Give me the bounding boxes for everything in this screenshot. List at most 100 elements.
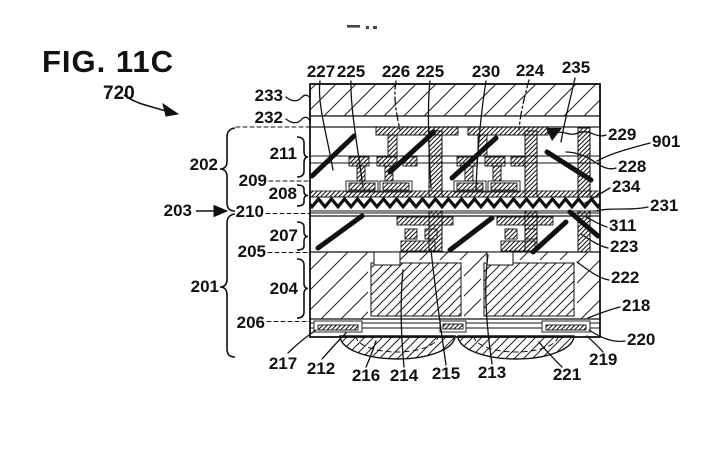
bottom-strip xyxy=(309,320,601,333)
contact-cluster xyxy=(396,216,454,252)
label-218: 218 xyxy=(622,296,650,315)
figure-titles: FIG. 11C 720 xyxy=(42,44,174,104)
leader-233 xyxy=(285,94,311,102)
leader-214 xyxy=(400,269,405,368)
label-203: 203 xyxy=(164,201,192,220)
label-205: 205 xyxy=(238,242,266,261)
label-201: 201 xyxy=(191,277,219,296)
reference-numerals-right: 229 901 228 234 231 311 223 222 218 220 … xyxy=(589,125,680,369)
leader-226 xyxy=(394,80,401,131)
metal-wedge xyxy=(546,128,562,141)
label-229: 229 xyxy=(608,125,636,144)
leader-227 xyxy=(318,80,334,171)
leader-235 xyxy=(560,77,576,143)
arrowhead-203 xyxy=(213,204,229,218)
reference-numerals-top: 227 225 226 225 230 224 235 xyxy=(307,58,590,81)
label-202: 202 xyxy=(190,155,218,174)
label-224: 224 xyxy=(516,61,545,80)
label-234: 234 xyxy=(612,177,641,196)
label-231: 231 xyxy=(650,196,678,215)
leader-222 xyxy=(576,261,610,281)
label-216: 216 xyxy=(352,366,380,385)
leader-218 xyxy=(587,306,621,319)
brace-202 xyxy=(219,127,236,212)
cropped-text-fragment xyxy=(347,25,377,29)
label-230: 230 xyxy=(472,62,500,81)
gate-notch xyxy=(486,251,514,266)
leader-215 xyxy=(430,249,447,366)
microlens-dome xyxy=(339,335,456,360)
pad xyxy=(541,320,591,333)
label-223: 223 xyxy=(610,237,638,256)
pad xyxy=(313,320,363,333)
label-204: 204 xyxy=(270,279,299,298)
leader-224 xyxy=(518,79,530,131)
figure-title: FIG. 11C xyxy=(42,44,174,79)
leader-225a xyxy=(350,80,364,189)
transistor-cluster xyxy=(453,156,526,193)
leader-221 xyxy=(538,341,563,368)
label-225: 225 xyxy=(337,62,365,81)
leader-223 xyxy=(580,233,609,249)
label-212: 212 xyxy=(307,359,335,378)
leader-230 xyxy=(475,80,487,191)
via-column xyxy=(577,127,591,253)
leader-217 xyxy=(287,329,317,354)
label-228: 228 xyxy=(618,157,646,176)
label-213: 213 xyxy=(478,363,506,382)
microlenses xyxy=(339,335,575,360)
leader-lines xyxy=(235,77,651,368)
microlens-dome xyxy=(457,335,575,360)
label-235: 235 xyxy=(562,58,590,77)
label-207: 207 xyxy=(270,226,298,245)
reference-numerals-bottom: 217 212 216 214 215 213 221 xyxy=(269,354,581,385)
metal-wiring-segments xyxy=(315,209,601,255)
brace-207 xyxy=(296,221,309,251)
leader-216 xyxy=(365,340,377,368)
figure-reference-number: 720 xyxy=(103,83,135,104)
label-206: 206 xyxy=(237,313,265,332)
pad xyxy=(439,320,467,333)
arrows xyxy=(123,94,229,218)
label-215: 215 xyxy=(432,364,460,383)
leader-228 xyxy=(565,151,617,170)
leader-229 xyxy=(556,131,607,137)
label-208: 208 xyxy=(269,184,297,203)
device-cross-section xyxy=(309,25,601,360)
label-221: 221 xyxy=(553,365,581,384)
transistor-cluster xyxy=(345,156,418,193)
label-209: 209 xyxy=(239,171,267,190)
arrow-720 xyxy=(123,94,167,112)
leader-311 xyxy=(585,216,608,228)
brace-201 xyxy=(219,213,236,358)
label-222: 222 xyxy=(611,268,639,287)
leader-219 xyxy=(586,335,604,353)
leader-234 xyxy=(584,187,611,204)
contact-cluster xyxy=(496,216,554,252)
label-210: 210 xyxy=(236,202,264,221)
bonding-layer-chevrons xyxy=(309,196,601,217)
label-217: 217 xyxy=(269,354,297,373)
label-311: 311 xyxy=(609,216,636,235)
brace-211 xyxy=(296,136,309,178)
leader-220 xyxy=(588,329,626,343)
region-204-photodiodes xyxy=(309,251,601,320)
label-214: 214 xyxy=(390,366,419,385)
leader-231 xyxy=(595,206,649,212)
label-220: 220 xyxy=(627,330,655,349)
layer-233-band xyxy=(309,83,601,117)
label-211: 211 xyxy=(270,144,297,163)
region-207-lower-wiring xyxy=(309,209,601,255)
gate-notch xyxy=(373,251,401,266)
leader-225b xyxy=(427,80,432,189)
label-225b: 225 xyxy=(416,62,444,81)
brace-204 xyxy=(296,258,309,319)
reference-numerals-left: 233 232 202 211 209 208 203 210 207 205 … xyxy=(164,86,299,332)
label-227: 227 xyxy=(307,62,335,81)
label-901: 901 xyxy=(652,132,680,151)
grouping-braces xyxy=(219,127,309,358)
leader-232 xyxy=(285,116,311,124)
leader-901 xyxy=(596,142,651,162)
